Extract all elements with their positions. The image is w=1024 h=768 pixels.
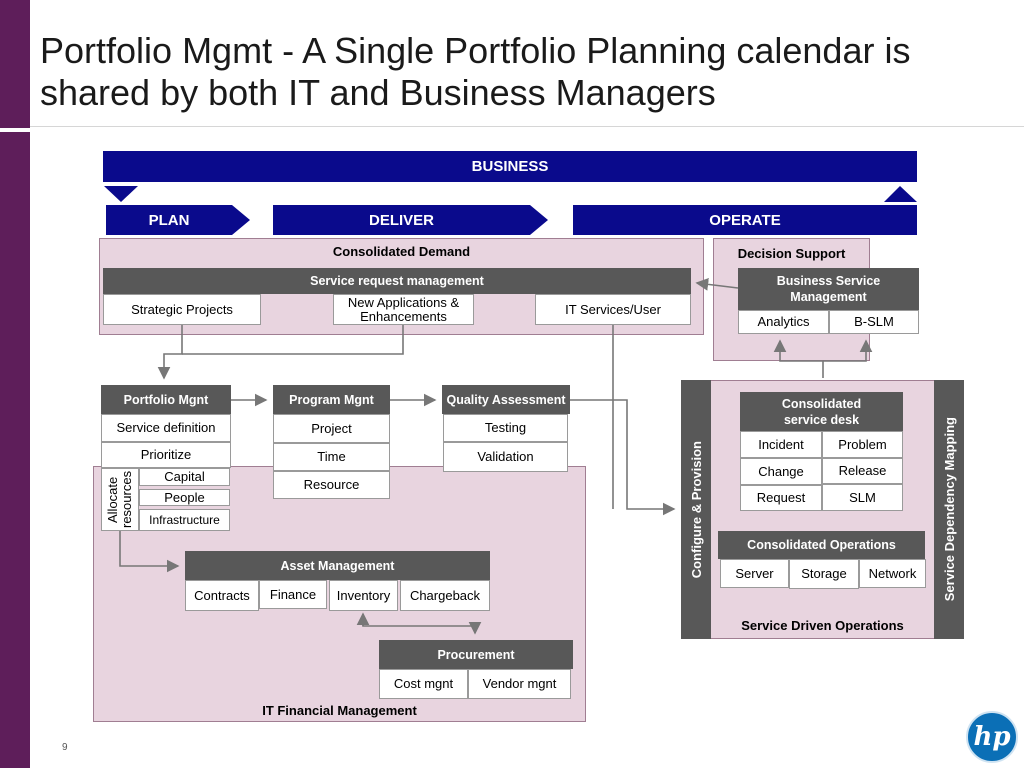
server-cell: Server: [720, 559, 789, 588]
service-dependency-bar: Service Dependency Mapping: [934, 380, 964, 639]
b-slm-cell: B-SLM: [829, 310, 919, 334]
capital-cell: Capital: [139, 468, 230, 486]
service-driven-operations-label: Service Driven Operations: [741, 618, 904, 633]
service-definition-cell: Service definition: [101, 414, 231, 442]
decision-support-label: Decision Support: [737, 246, 846, 261]
hp-logo-text: hp: [973, 722, 1011, 752]
consolidated-operations-header: Consolidated Operations: [718, 531, 925, 559]
business-banner: BUSINESS: [103, 151, 917, 182]
asset-management-header: Asset Management: [185, 551, 490, 580]
problem-cell: Problem: [822, 431, 903, 458]
configure-provision-label: Configure & Provision: [688, 440, 704, 579]
validation-cell: Validation: [443, 442, 568, 472]
infrastructure-cell: Infrastructure: [139, 509, 230, 531]
phase-plan: PLAN: [148, 211, 190, 229]
title-divider: [30, 126, 1024, 127]
inventory-cell: Inventory: [329, 580, 398, 611]
consolidated-demand-label: Consolidated Demand: [332, 244, 471, 259]
portfolio-mgnt-header: Portfolio Mgnt: [101, 385, 231, 414]
people-cell: People: [139, 489, 230, 506]
new-applications-cell: New Applications & Enhancements: [333, 294, 474, 325]
chargeback-cell: Chargeback: [400, 580, 490, 611]
service-request-header: Service request management: [103, 268, 691, 294]
project-cell: Project: [273, 414, 390, 443]
slm-cell: SLM: [822, 484, 903, 511]
configure-provision-bar: Configure & Provision: [681, 380, 711, 639]
incident-cell: Incident: [740, 431, 822, 458]
analytics-cell: Analytics: [738, 310, 829, 334]
business-service-management-header: Business Service Management: [738, 268, 919, 310]
it-services-user-cell: IT Services/User: [535, 294, 691, 325]
program-mgnt-header: Program Mgnt: [273, 385, 390, 414]
phase-operate: OPERATE: [709, 211, 781, 229]
cost-mgnt-cell: Cost mgnt: [379, 669, 468, 699]
testing-cell: Testing: [443, 414, 568, 442]
contracts-cell: Contracts: [185, 580, 259, 611]
storage-cell: Storage: [789, 559, 859, 589]
vendor-mgnt-cell: Vendor mgnt: [468, 669, 571, 699]
hp-logo: hp: [966, 711, 1018, 763]
service-desk-header: Consolidated service desk: [740, 392, 903, 431]
quality-assessment-header: Quality Assessment: [442, 385, 570, 414]
change-cell: Change: [740, 458, 822, 485]
service-dependency-label: Service Dependency Mapping: [941, 417, 957, 602]
finance-cell: Finance: [259, 580, 327, 609]
left-accent-bar: [0, 0, 30, 768]
prioritize-cell: Prioritize: [101, 442, 231, 468]
phase-deliver: DELIVER: [368, 211, 434, 229]
network-cell: Network: [859, 559, 926, 588]
slide-title: Portfolio Mgmt - A Single Portfolio Plan…: [40, 30, 911, 113]
allocate-resources-label: Allocate resources: [101, 468, 139, 531]
it-financial-management-label: IT Financial Management: [262, 703, 417, 718]
strategic-projects-cell: Strategic Projects: [103, 294, 261, 325]
time-cell: Time: [273, 443, 390, 471]
request-cell: Request: [740, 485, 822, 511]
resource-cell: Resource: [273, 471, 390, 499]
procurement-header: Procurement: [379, 640, 573, 669]
page-number: 9: [62, 742, 68, 753]
release-cell: Release: [822, 458, 903, 484]
